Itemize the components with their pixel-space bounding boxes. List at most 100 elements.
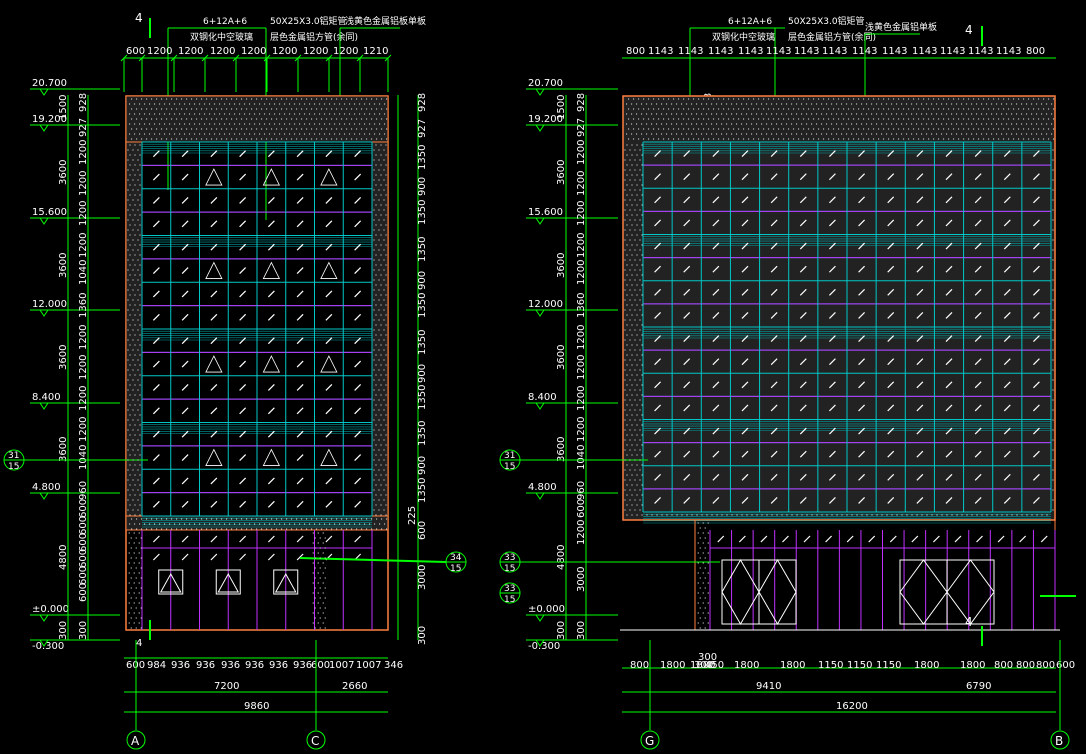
svg-text:600: 600 [1056, 660, 1075, 671]
svg-text:936: 936 [293, 660, 312, 671]
svg-text:1350: 1350 [417, 330, 428, 355]
svg-text:1200: 1200 [178, 46, 203, 57]
svg-text:1200: 1200 [576, 325, 587, 350]
svg-text:1150: 1150 [818, 660, 843, 671]
svg-text:928: 928 [576, 93, 587, 112]
svg-text:1143: 1143 [708, 46, 733, 57]
svg-text:900: 900 [417, 177, 428, 196]
svg-text:1200: 1200 [78, 417, 89, 442]
right-total-1: 9410 [756, 681, 781, 692]
svg-text:层色金属铝方管(余同): 层色金属铝方管(余同) [788, 31, 876, 43]
svg-text:1800: 1800 [734, 660, 759, 671]
svg-text:300: 300 [58, 621, 69, 640]
svg-text:900: 900 [417, 364, 428, 383]
svg-text:1143: 1143 [968, 46, 993, 57]
svg-text:1800: 1800 [780, 660, 805, 671]
left-callout-panel: 浅黄色金属铝板单板 [345, 15, 426, 27]
svg-text:300: 300 [694, 660, 713, 671]
right-inner-dims-left: 928 927 1200 1200 1200 1200 1200 1360 12… [576, 93, 587, 640]
svg-text:4800: 4800 [58, 545, 69, 570]
svg-text:600: 600 [78, 566, 89, 585]
svg-text:1200: 1200 [303, 46, 328, 57]
svg-text:浅黄色金属铝单板: 浅黄色金属铝单板 [865, 21, 937, 33]
svg-text:1200: 1200 [576, 201, 587, 226]
svg-text:1200: 1200 [78, 233, 89, 258]
svg-text:19.200: 19.200 [32, 114, 67, 125]
svg-text:900: 900 [417, 456, 428, 475]
svg-text:34: 34 [450, 553, 462, 563]
svg-text:450: 450 [705, 660, 724, 671]
right-total-2: 6790 [966, 681, 991, 692]
svg-text:1143: 1143 [882, 46, 907, 57]
right-elevation: 6+12A+6 双钢化中空玻璃 50X25X3.0铝矩管 层色金属铝方管(余同)… [499, 15, 1076, 750]
svg-text:1200: 1200 [576, 417, 587, 442]
right-axis-g: G [645, 734, 654, 748]
left-ground-floor [141, 530, 373, 630]
svg-text:927: 927 [78, 118, 89, 137]
svg-text:600: 600 [126, 46, 145, 57]
svg-text:1143: 1143 [940, 46, 965, 57]
svg-text:936: 936 [171, 660, 190, 671]
svg-text:1210: 1210 [363, 46, 388, 57]
svg-text:1200: 1200 [333, 46, 358, 57]
left-top-dims: 600 1200 1200 1200 1200 1200 1200 1200 1… [126, 46, 388, 57]
svg-text:1350: 1350 [417, 237, 428, 262]
svg-text:984: 984 [147, 660, 166, 671]
svg-text:±0.000: ±0.000 [528, 604, 565, 615]
right-grand-total: 16200 [836, 701, 868, 712]
svg-text:31: 31 [504, 451, 515, 461]
svg-text:936: 936 [245, 660, 264, 671]
svg-text:-0.300: -0.300 [528, 641, 560, 652]
svg-text:1200: 1200 [576, 386, 587, 411]
svg-text:225: 225 [407, 506, 418, 525]
svg-text:1500: 1500 [556, 95, 567, 120]
svg-text:12.000: 12.000 [32, 299, 67, 310]
svg-text:31: 31 [8, 451, 19, 461]
svg-text:双钢化中空玻璃: 双钢化中空玻璃 [712, 31, 775, 43]
svg-text:1200: 1200 [210, 46, 235, 57]
svg-text:928: 928 [417, 93, 428, 112]
svg-text:1200: 1200 [241, 46, 266, 57]
svg-text:12.000: 12.000 [528, 299, 563, 310]
svg-text:928: 928 [78, 93, 89, 112]
svg-text:20.700: 20.700 [32, 78, 67, 89]
svg-text:1007: 1007 [356, 660, 381, 671]
svg-text:20.700: 20.700 [528, 78, 563, 89]
svg-text:1143: 1143 [678, 46, 703, 57]
left-bottom-dims: 600 984 936 936 936 936 936 936 600 1007… [126, 660, 403, 671]
svg-text:1040: 1040 [78, 260, 89, 285]
left-callout-glass-desc: 双钢化中空玻璃 [190, 31, 253, 43]
svg-text:600: 600 [78, 516, 89, 535]
svg-text:600: 600 [78, 583, 89, 602]
right-top-dims: 800 1143 1143 1143 1143 1143 1143 1143 1… [626, 46, 1045, 57]
svg-text:1200: 1200 [576, 355, 587, 380]
right-curtain-wall [642, 141, 1052, 524]
svg-text:1200: 1200 [272, 46, 297, 57]
svg-text:960: 960 [576, 481, 587, 500]
svg-text:4.800: 4.800 [32, 482, 61, 493]
svg-text:936: 936 [196, 660, 215, 671]
svg-text:1143: 1143 [822, 46, 847, 57]
svg-text:1360: 1360 [576, 293, 587, 318]
left-right-dims: 928 927 1350 900 1350 1350 900 1350 1350… [407, 93, 428, 645]
svg-text:15: 15 [8, 462, 19, 472]
svg-text:1040: 1040 [576, 445, 587, 470]
svg-text:±0.000: ±0.000 [32, 604, 69, 615]
svg-text:6+12A+6: 6+12A+6 [728, 17, 772, 27]
svg-text:3000: 3000 [417, 565, 428, 590]
svg-text:1143: 1143 [996, 46, 1021, 57]
svg-text:1200: 1200 [78, 355, 89, 380]
right-bottom-dims: 800 1800 1800 300 450 1800 1800 1150 115… [630, 660, 1075, 671]
svg-text:800: 800 [1026, 46, 1045, 57]
svg-text:19.200: 19.200 [528, 114, 563, 125]
svg-text:1200: 1200 [78, 201, 89, 226]
svg-text:900: 900 [417, 271, 428, 290]
right-levels: 20.700 19.200 15.600 12.000 8.400 4.800 … [528, 78, 565, 652]
svg-text:960: 960 [78, 481, 89, 500]
svg-text:1150: 1150 [847, 660, 872, 671]
svg-text:1200: 1200 [576, 520, 587, 545]
svg-text:1200: 1200 [576, 233, 587, 258]
right-section-mark-top: 4 [965, 23, 973, 37]
svg-text:8.400: 8.400 [528, 392, 557, 403]
right-ground-floor [709, 530, 1056, 630]
